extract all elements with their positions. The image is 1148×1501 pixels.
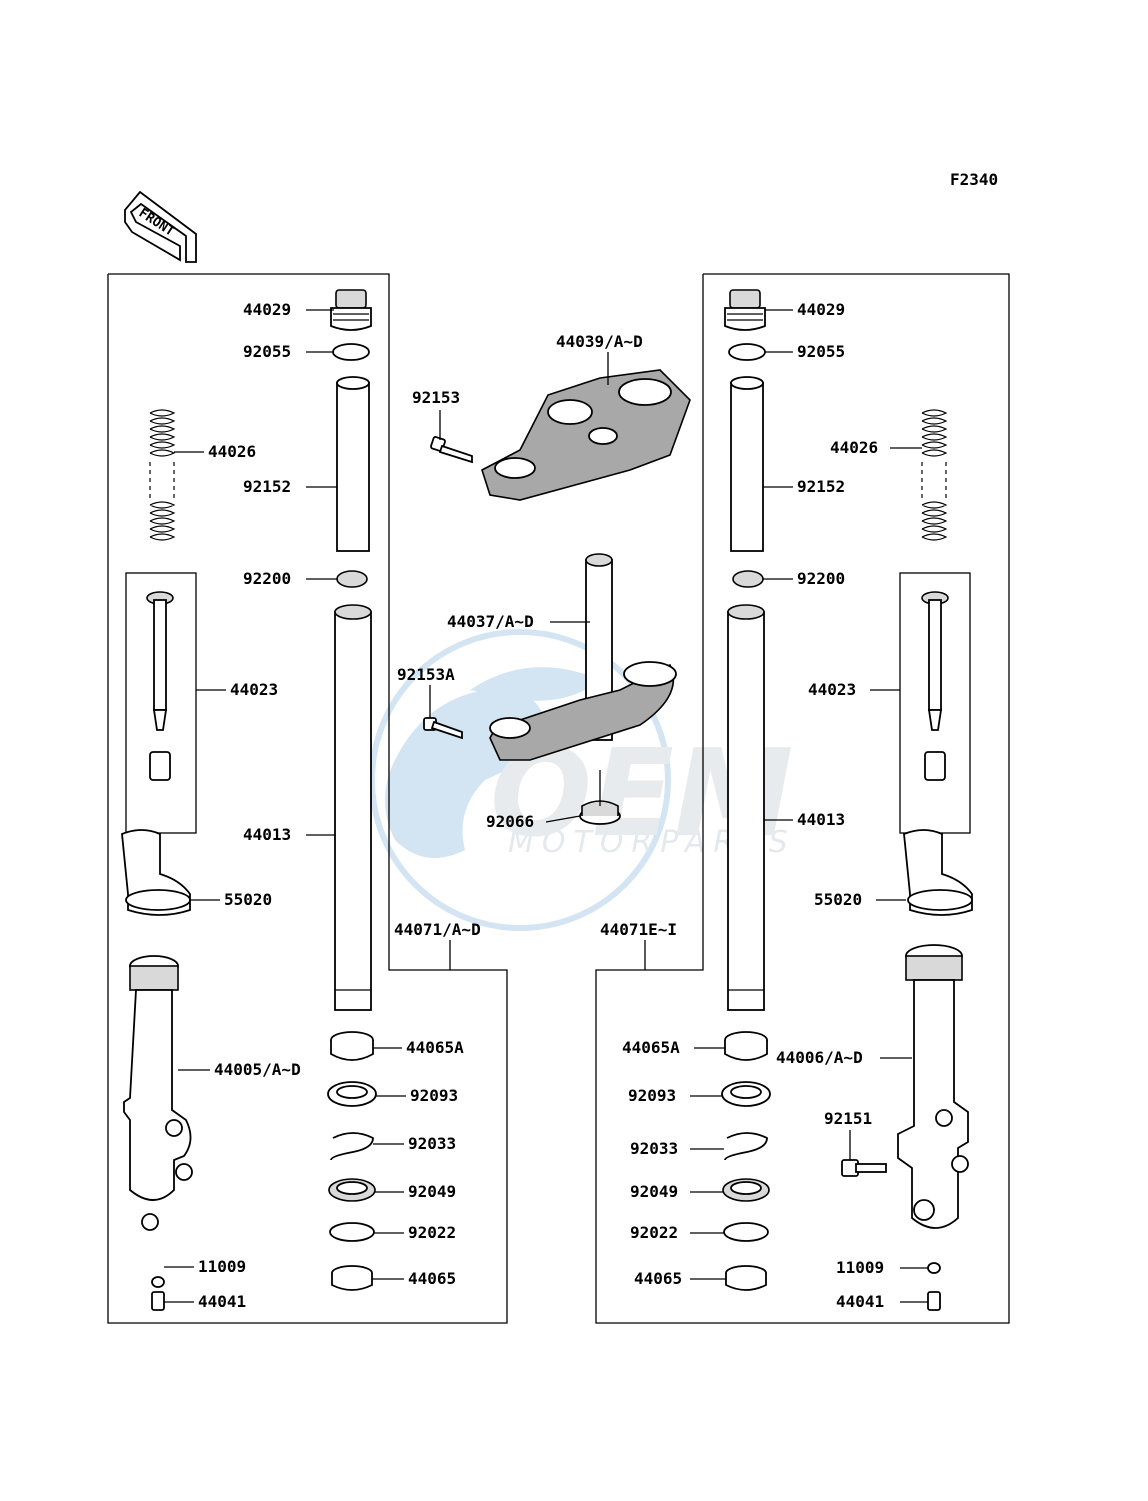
left-bolt	[151, 1291, 165, 1311]
left-outer-tube	[123, 955, 193, 1231]
right-seal	[721, 1081, 771, 1107]
label-left-bolt: 44041	[198, 1292, 246, 1311]
label-right-cylinder: 44023	[808, 680, 856, 699]
left-guard	[121, 829, 191, 916]
right-oring	[728, 343, 766, 361]
label-left-oring: 92055	[243, 342, 291, 361]
label-left-cap-bolt: 44029	[243, 300, 291, 319]
label-right-bolt: 44041	[836, 1292, 884, 1311]
label-right-axle-bolt: 92151	[824, 1109, 872, 1128]
label-right-spring: 44026	[830, 438, 878, 457]
label-upper-bolt: 92153	[412, 388, 460, 407]
right-bush	[725, 1265, 767, 1291]
label-right-circlip: 92033	[630, 1139, 678, 1158]
label-nut: 92066	[486, 812, 534, 831]
label-right-seal: 92093	[628, 1086, 676, 1105]
label-left-spring: 44026	[208, 442, 256, 461]
right-cylinder	[921, 591, 949, 781]
label-right-assembly: 44071E~I	[600, 920, 677, 939]
label-right-gasket: 11009	[836, 1258, 884, 1277]
left-bush-a	[330, 1031, 374, 1061]
label-stem: 44037/A~D	[447, 612, 534, 631]
right-bush-a	[724, 1031, 768, 1061]
label-right-bush-a: 44065A	[622, 1038, 680, 1057]
label-right-bush: 44065	[634, 1269, 682, 1288]
right-circlip	[724, 1132, 768, 1161]
label-left-guard: 55020	[224, 890, 272, 909]
front-arrow-icon: FRONT	[124, 190, 197, 263]
left-bush	[331, 1265, 373, 1291]
label-right-ring: 92022	[630, 1223, 678, 1242]
label-right-dust-seal: 92049	[630, 1182, 678, 1201]
right-axle-bolt	[841, 1159, 887, 1177]
label-right-washer: 92200	[797, 569, 845, 588]
right-spring	[921, 409, 948, 541]
label-right-outer-tube: 44006/A~D	[776, 1048, 863, 1067]
label-left-inner-tube: 44013	[243, 825, 291, 844]
left-seal	[327, 1081, 377, 1107]
label-left-ring: 92022	[408, 1223, 456, 1242]
label-right-cap-bolt: 44029	[797, 300, 845, 319]
left-cylinder-subframe	[125, 572, 197, 834]
left-cylinder	[146, 591, 174, 781]
label-lower-bolt: 92153A	[397, 665, 455, 684]
right-bolt	[927, 1291, 941, 1311]
label-left-circlip: 92033	[408, 1134, 456, 1153]
left-leg-frame	[107, 273, 508, 1324]
right-gasket	[927, 1262, 941, 1274]
label-left-outer-tube: 44005/A~D	[214, 1060, 301, 1079]
label-left-dust-seal: 92049	[408, 1182, 456, 1201]
label-left-seal: 92093	[410, 1086, 458, 1105]
label-right-inner-tube: 44013	[797, 810, 845, 829]
leader-lines	[164, 309, 928, 1303]
label-left-cylinder: 44023	[230, 680, 278, 699]
right-inner-tube	[727, 604, 765, 1011]
steering-stem	[489, 553, 677, 761]
left-washer	[336, 570, 368, 588]
label-right-guard: 55020	[814, 890, 862, 909]
left-oring	[332, 343, 370, 361]
right-cap-bolt	[724, 289, 766, 331]
label-left-bush: 44065	[408, 1269, 456, 1288]
label-right-oring: 92055	[797, 342, 845, 361]
right-guard	[903, 829, 973, 916]
right-outer-tube	[897, 944, 969, 1229]
figure-code: F2340	[950, 170, 998, 189]
lower-bolt	[423, 717, 463, 740]
upper-clamp	[481, 369, 691, 501]
right-leg-frame	[595, 273, 1010, 1324]
left-cap-bolt	[330, 289, 372, 331]
left-ring	[329, 1222, 375, 1242]
label-left-gasket: 11009	[198, 1257, 246, 1276]
left-gasket	[151, 1276, 165, 1288]
label-right-pipe: 92152	[797, 477, 845, 496]
upper-bolt	[430, 436, 473, 464]
left-dust-seal	[328, 1178, 376, 1202]
label-upper-clamp: 44039/A~D	[556, 332, 643, 351]
label-left-pipe: 92152	[243, 477, 291, 496]
right-ring	[723, 1222, 769, 1242]
left-inner-tube	[334, 604, 372, 1011]
left-pipe	[336, 376, 370, 552]
right-pipe	[730, 376, 764, 552]
right-dust-seal	[722, 1178, 770, 1202]
right-washer	[732, 570, 764, 588]
left-spring	[149, 409, 176, 541]
label-left-washer: 92200	[243, 569, 291, 588]
left-circlip	[330, 1132, 374, 1161]
label-left-assembly: 44071/A~D	[394, 920, 481, 939]
label-left-bush-a: 44065A	[406, 1038, 464, 1057]
